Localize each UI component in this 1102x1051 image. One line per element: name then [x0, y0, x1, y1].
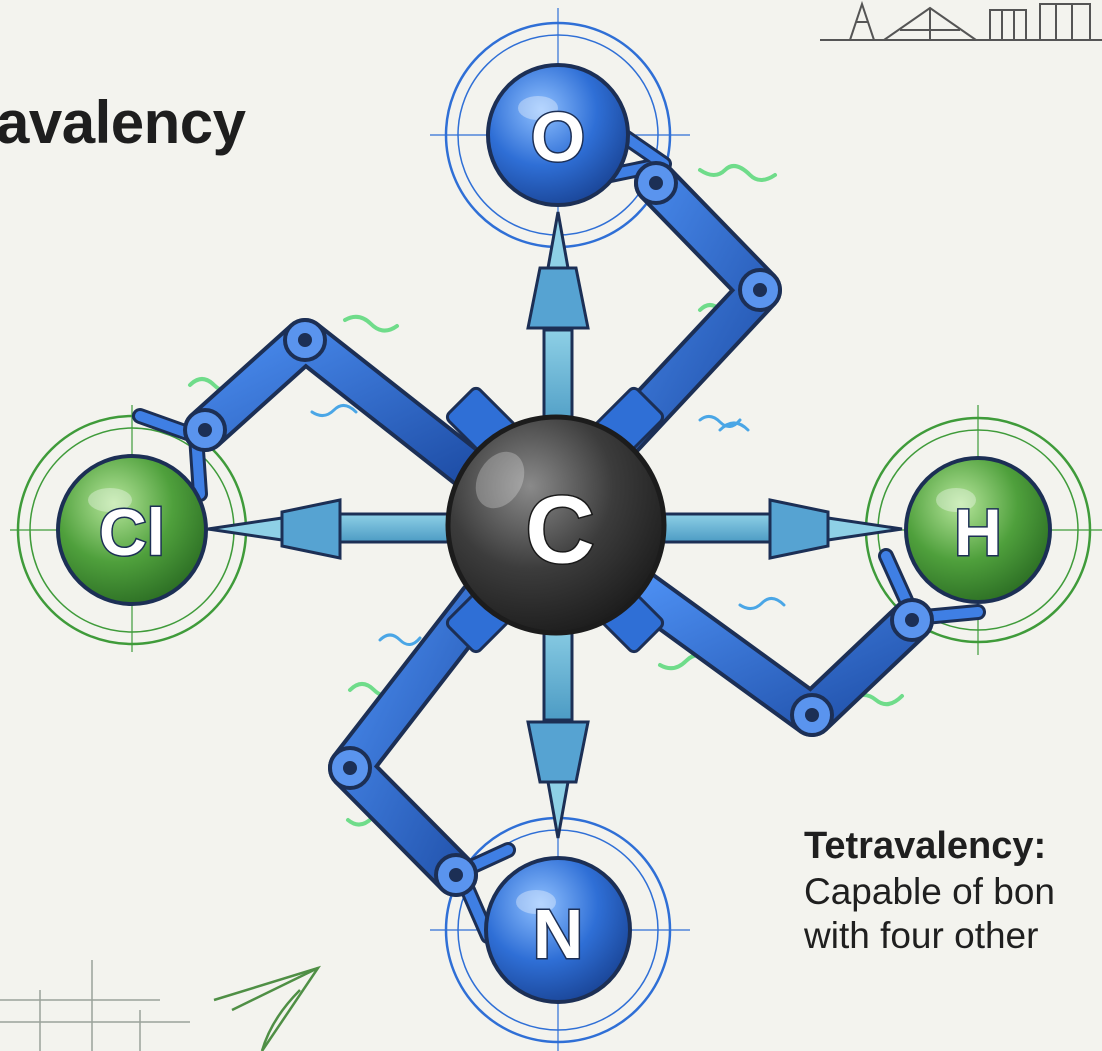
atom-label-hydrogen: H	[954, 495, 1002, 569]
atom-chlorine: Cl	[56, 454, 208, 606]
bond-connector-right	[648, 498, 903, 560]
atom-carbon: C	[445, 414, 667, 636]
atom-label-nitrogen: N	[533, 895, 584, 973]
atom-label-carbon: C	[525, 477, 594, 584]
page-title: avalency	[0, 89, 246, 156]
sketch-decoration-top-right	[820, 0, 1102, 41]
robotic-arm-to-nitrogen	[328, 578, 516, 944]
sketch-decoration-bottom-left	[0, 960, 190, 1051]
robotic-arm-to-hydrogen	[618, 548, 986, 737]
bond-connector-left	[207, 498, 462, 560]
energy-glow-lines-blue	[310, 404, 786, 646]
paper-plane-sketch	[213, 965, 322, 1051]
atom-hydrogen: H	[904, 456, 1052, 604]
atom-oxygen: O	[486, 63, 630, 207]
bond-connector-bottom	[526, 618, 590, 839]
robotic-arm-to-chlorine	[132, 318, 492, 502]
caption-line-1: Capable of bon	[804, 871, 1055, 912]
atom-label-oxygen: O	[531, 98, 585, 176]
atom-nitrogen: N	[484, 856, 632, 1004]
caption-heading: Tetravalency:	[804, 825, 1047, 867]
caption-line-2: with four other	[804, 915, 1039, 956]
tetravalency-caption: Tetravalency: Capable of bon with four o…	[804, 822, 1102, 958]
atom-label-chlorine: Cl	[99, 495, 165, 569]
robotic-arm-to-oxygen	[578, 120, 782, 462]
bond-connector-top	[526, 211, 590, 432]
